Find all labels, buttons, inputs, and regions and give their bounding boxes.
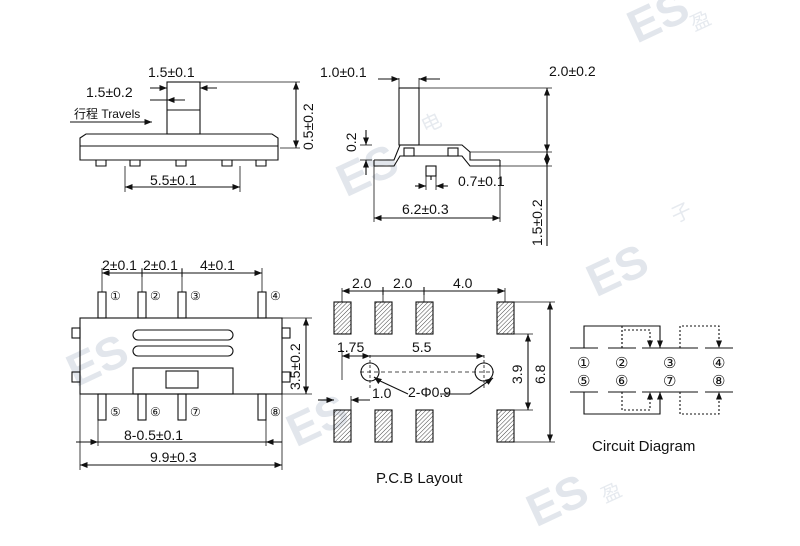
pin-label-7: ⑦ — [190, 405, 201, 419]
circuit-diagram — [570, 325, 733, 415]
pcb-dim-total: 6.8 — [532, 364, 548, 384]
pin-label-4: ④ — [270, 289, 281, 303]
pcb-dim-pitch-3: 4.0 — [453, 275, 473, 291]
circuit-caption: Circuit Diagram — [592, 438, 695, 455]
end-dim-handle: 1.0±0.1 — [320, 64, 367, 80]
watermark-logo: ES — [58, 324, 136, 397]
pin-label-8: ⑧ — [270, 405, 281, 419]
circuit-pin-2: ② — [615, 355, 628, 372]
circuit-pin-3: ③ — [663, 355, 676, 372]
top-dim-length: 9.9±0.3 — [150, 449, 197, 465]
watermark-logo: ES — [328, 134, 406, 207]
pcb-caption: P.C.B Layout — [376, 470, 463, 487]
circuit-pin-6: ⑥ — [615, 373, 628, 390]
top-dim-row-gap: 3.5±0.2 — [287, 343, 303, 390]
pcb-dim-hole-span: 5.5 — [412, 339, 432, 355]
circuit-pin-5: ⑤ — [577, 373, 590, 390]
top-dim-pitch-2: 2±0.1 — [143, 257, 178, 273]
circuit-pin-8: ⑧ — [712, 373, 725, 390]
top-dim-pitch-1: 2±0.1 — [102, 257, 137, 273]
side-dim-pin-span: 5.5±0.1 — [150, 172, 197, 188]
pcb-dim-row-gap: 3.9 — [509, 364, 525, 384]
circuit-pin-4: ④ — [712, 355, 725, 372]
watermark-chinese-1: 盈 — [687, 8, 714, 36]
pcb-dim-pad-offset: 1.0 — [372, 385, 392, 401]
circuit-pin-1: ① — [577, 355, 590, 372]
top-dim-pin-width: 8-0.5±0.1 — [124, 427, 183, 443]
end-dim-height: 2.0±0.2 — [549, 63, 596, 79]
watermark-chinese-2: 电 — [418, 109, 446, 138]
watermark-chinese-3: 子 — [668, 199, 695, 227]
pcb-dim-hole-size: 2-Φ0.9 — [408, 384, 451, 400]
pin-label-5: ⑤ — [110, 405, 121, 419]
side-dim-offset: 1.5±0.2 — [86, 84, 133, 100]
travels-label: 行程 Travels — [74, 106, 140, 121]
circuit-pin-7: ⑦ — [663, 373, 676, 390]
end-dim-pin: 0.7±0.1 — [458, 173, 505, 189]
top-view — [71, 268, 312, 470]
watermark-logo: ES — [578, 234, 656, 307]
pin-label-6: ⑥ — [150, 405, 161, 419]
end-dim-thickness: 0.2 — [343, 132, 359, 152]
pcb-layout — [318, 287, 555, 443]
top-dim-pitch-3: 4±0.1 — [200, 257, 235, 273]
pin-label-1: ① — [110, 289, 121, 303]
pcb-dim-hole-offset: 1.75 — [337, 339, 364, 355]
end-view — [360, 75, 552, 246]
pin-label-2: ② — [150, 289, 161, 303]
watermark-logo: ES — [619, 0, 697, 53]
pcb-dim-pitch-1: 2.0 — [352, 275, 372, 291]
pin-label-3: ③ — [190, 289, 201, 303]
side-view — [70, 81, 300, 192]
watermark-logo: ES — [518, 464, 596, 537]
end-dim-width: 6.2±0.3 — [402, 201, 449, 217]
side-dim-handle-width: 1.5±0.1 — [148, 64, 195, 80]
side-dim-height: 0.5±0.2 — [300, 103, 316, 150]
end-dim-pin-height: 1.5±0.2 — [529, 199, 545, 246]
pcb-dim-pitch-2: 2.0 — [393, 275, 413, 291]
watermark-chinese-1: 盈 — [598, 479, 625, 507]
